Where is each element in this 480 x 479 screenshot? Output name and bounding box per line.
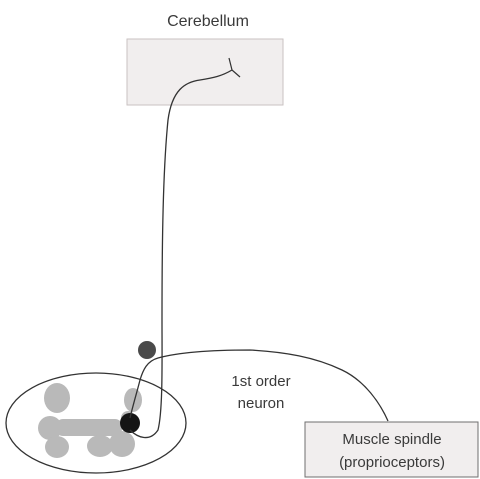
first-order-neuron-label-line1: 1st order (231, 373, 290, 390)
cerebellum-label: Cerebellum (167, 13, 249, 30)
dorsal-root-ganglion (138, 341, 156, 359)
muscle-spindle-label-line1: Muscle spindle (342, 431, 441, 448)
cerebellum-box (127, 39, 283, 105)
muscle-spindle-label-line2: (proprioceptors) (339, 454, 445, 471)
first-order-neuron-label-line2: neuron (238, 395, 285, 412)
